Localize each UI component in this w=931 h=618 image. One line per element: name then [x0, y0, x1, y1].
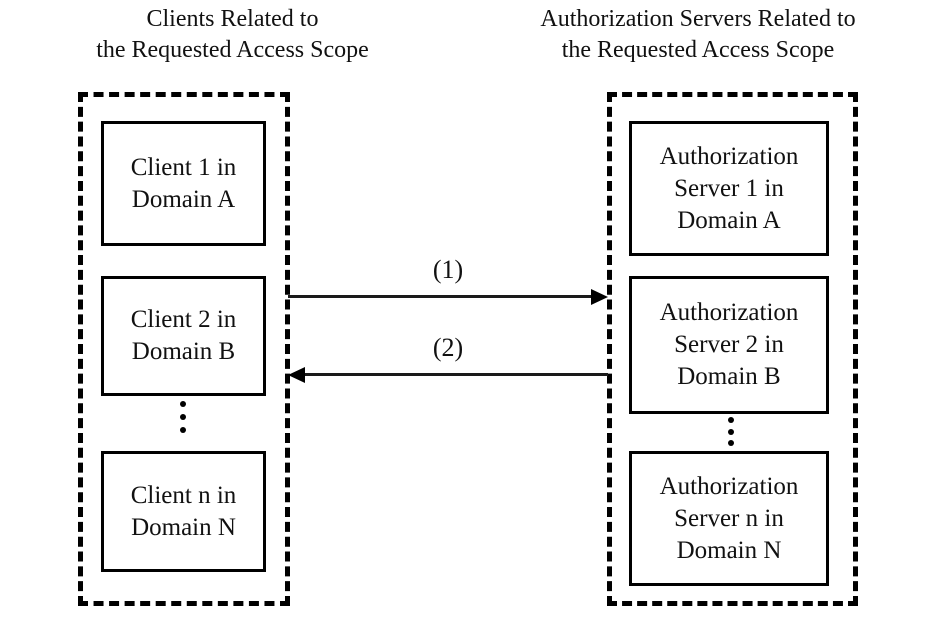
entity-label: Authorization Server 1 in Domain A [659, 142, 799, 234]
clients-group-container [78, 92, 290, 606]
arrow-head [288, 367, 305, 383]
arrow-left-icon-response [288, 366, 608, 384]
clients-column-title: Clients Related to the Requested Access … [96, 6, 369, 63]
entity-box-client-1: Client 1 in Domain A [101, 121, 266, 246]
entity-label: Client n in Domain N [130, 481, 237, 541]
entity-box-authorization-server-n: Authorization Server n in Domain N [629, 451, 829, 586]
arrow-shaft [288, 295, 593, 298]
entity-label: Authorization Server 2 in Domain B [659, 299, 799, 390]
entity-box-client-n: Client n in Domain N [101, 451, 266, 572]
arrow-right-icon-request [288, 288, 608, 306]
ellipsis-dot [180, 401, 186, 407]
ellipsis-dot [728, 417, 734, 423]
entity-label: Client 1 in Domain A [130, 153, 237, 213]
authorization-servers-group-container [607, 92, 858, 606]
entity-box-client-2: Client 2 in Domain B [101, 276, 266, 396]
ellipsis-dot [180, 414, 186, 420]
vertical-ellipsis-icon-clients [180, 401, 186, 433]
arrow-shaft [303, 373, 608, 376]
ellipsis-dot [180, 427, 186, 433]
ellipsis-dot [728, 428, 734, 435]
entity-box-authorization-server-1: Authorization Server 1 in Domain A [629, 121, 829, 256]
vertical-ellipsis-icon-servers [728, 417, 734, 446]
entity-label: Authorization Server n in Domain N [659, 472, 799, 564]
arrow-label-request: (1) [432, 255, 464, 284]
arrow-head [591, 289, 608, 305]
entity-label: Client 2 in Domain B [130, 306, 237, 365]
arrow-label-response: (2) [432, 333, 464, 362]
entity-box-authorization-server-2: Authorization Server 2 in Domain B [629, 276, 829, 414]
authorization-servers-column-title: Authorization Servers Related to the Req… [540, 6, 856, 63]
ellipsis-dot [728, 440, 734, 446]
